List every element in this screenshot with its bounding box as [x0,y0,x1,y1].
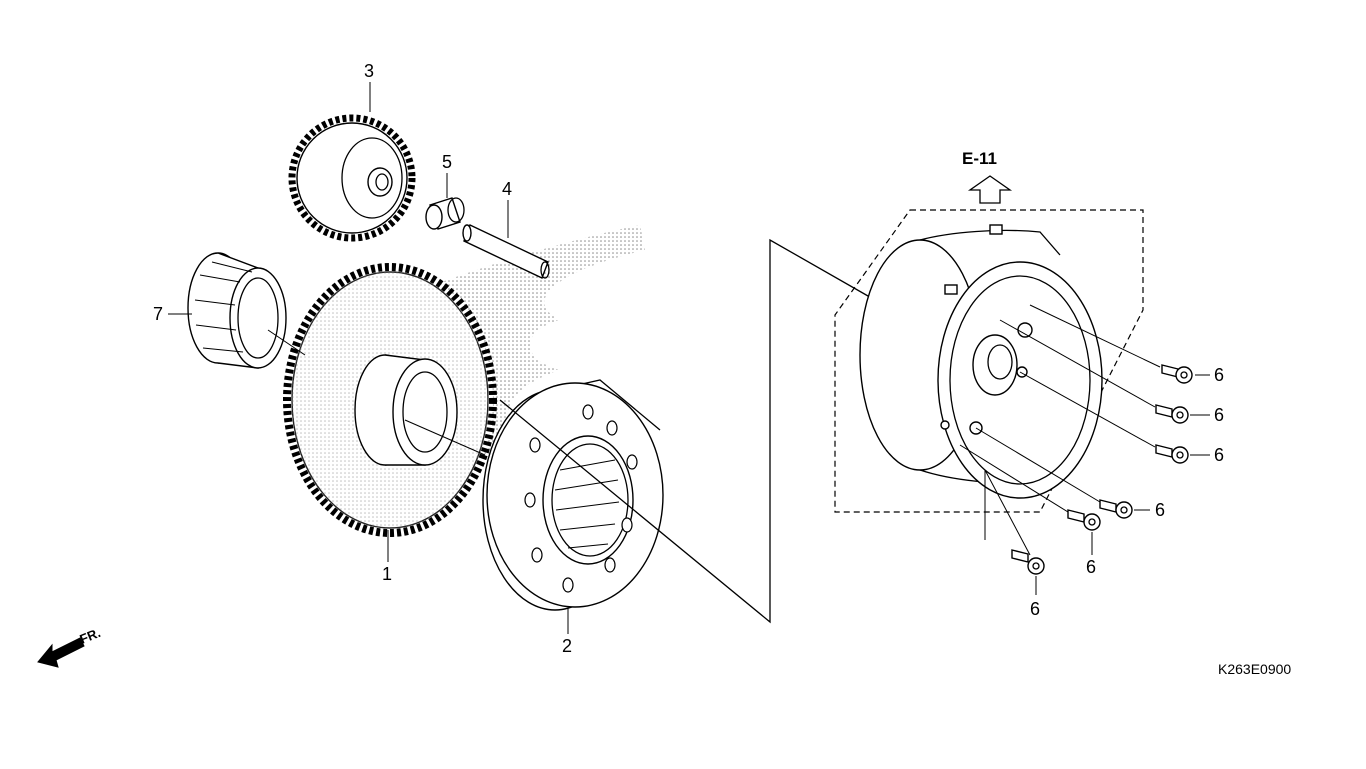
bolt-icon [1161,364,1193,384]
drawing-code: K263E0900 [1218,661,1291,677]
callout-6: 6 [1214,405,1224,425]
front-label: FR. [78,625,103,647]
bolt-icon [1099,499,1133,519]
reference-box [834,209,1144,513]
part-6-bolts[interactable] [1011,364,1193,575]
part-3-gear[interactable] [288,114,416,242]
reference-label: E-11 [962,149,997,168]
callout-7: 7 [153,304,163,324]
part-1-driven-gear[interactable] [283,263,497,537]
bolt-icon [1155,404,1189,424]
callout-6: 6 [1030,599,1040,619]
part-7-needle-bearing[interactable] [187,252,287,369]
leader-lines [168,82,1210,634]
part-2-one-way-clutch[interactable] [482,379,664,611]
callout-1: 1 [382,564,392,584]
callout-2: 2 [562,636,572,656]
callout-6: 6 [1214,445,1224,465]
bolt-icon [1155,444,1189,464]
part-5-bushing[interactable] [425,197,465,230]
bolt-icon [1067,509,1101,531]
bolt-icon [1011,549,1045,575]
callout-3: 3 [364,61,374,81]
callout-6: 6 [1214,365,1224,385]
front-direction-arrow-icon [37,637,85,668]
part-4-shaft[interactable] [462,224,550,279]
callout-6: 6 [1086,557,1096,577]
callout-6: 6 [1155,500,1165,520]
leader-clutch-to-flywheel [499,238,876,624]
reference-arrow-up-icon [967,175,1013,204]
callout-4: 4 [502,179,512,199]
flywheel-assembly[interactable] [834,209,1144,513]
callout-5: 5 [442,152,452,172]
